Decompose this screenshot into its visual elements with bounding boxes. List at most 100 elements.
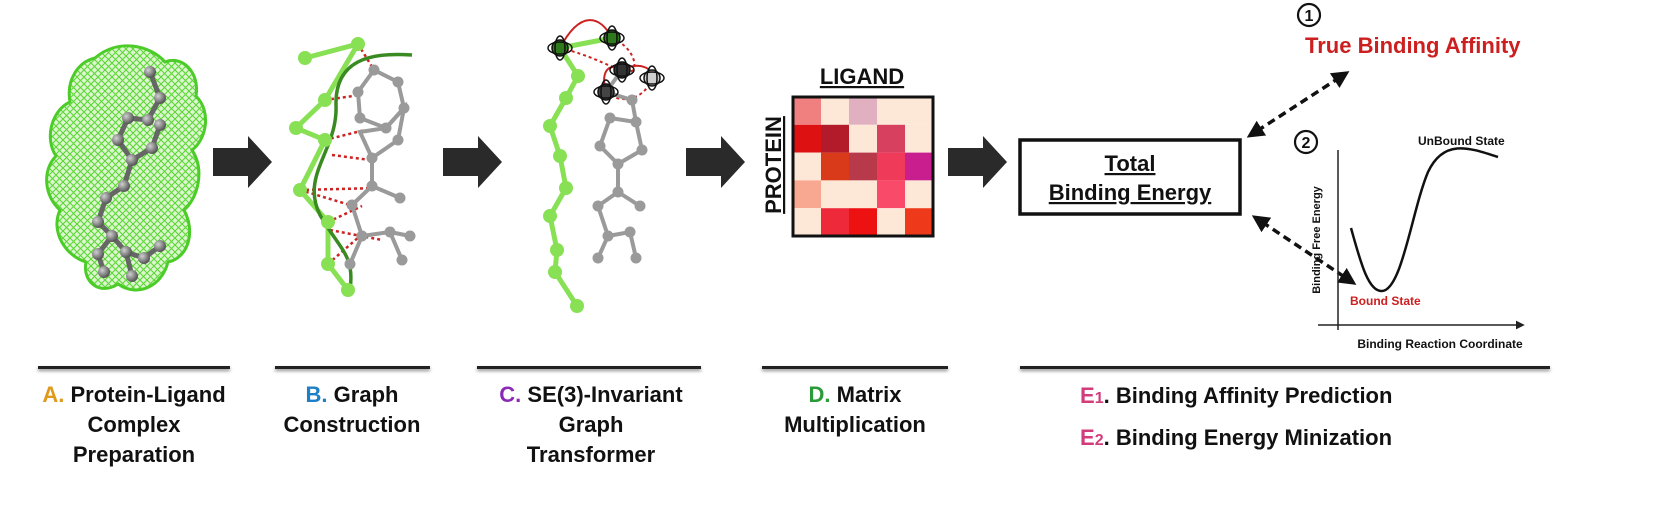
matrix-cell-r4-c3 bbox=[877, 208, 905, 236]
matrix-cell-r3-c1 bbox=[821, 180, 849, 209]
energy-box-line1: Total bbox=[1105, 151, 1156, 176]
matrix-cell-r0-c1 bbox=[821, 97, 849, 125]
caption-e2-sub: 2 bbox=[1094, 432, 1104, 449]
matrix-cell-r0-c0 bbox=[793, 97, 821, 125]
matrix-border bbox=[791, 95, 935, 238]
matrix-cell-r2-c2 bbox=[849, 152, 877, 181]
caption-d: D. Matrix Multiplication bbox=[755, 380, 955, 440]
matrix-cell-r1-c2 bbox=[849, 124, 877, 153]
matrix-cell-r1-c1 bbox=[821, 124, 849, 153]
matrix-cell-r4-c1 bbox=[821, 208, 849, 236]
protein-ligand-complex bbox=[45, 44, 208, 292]
free-energy-curve bbox=[1349, 147, 1499, 293]
rotation-node-5-icon bbox=[593, 79, 619, 105]
matrix-cells bbox=[793, 97, 933, 236]
caption-a: A. Protein-Ligand Complex Preparation bbox=[14, 380, 254, 470]
transformer-protein-nodes bbox=[543, 69, 585, 313]
caption-e1-letter: E bbox=[1080, 383, 1095, 408]
matrix-cell-r0-c4 bbox=[905, 97, 933, 125]
arrow-d-to-e-icon bbox=[948, 136, 1007, 188]
caption-b-line2: Construction bbox=[283, 412, 421, 437]
matrix-cell-r2-c3 bbox=[877, 152, 905, 181]
caption-e2-text: . Binding Energy Minization bbox=[1103, 425, 1393, 450]
graph-transformer bbox=[543, 19, 665, 313]
caption-a-line1: A. Protein-Ligand bbox=[14, 380, 254, 410]
true-binding-affinity-label: True Binding Affinity bbox=[1305, 33, 1521, 58]
caption-a-letter: A. bbox=[42, 382, 65, 407]
matrix-cell-r2-c4 bbox=[905, 152, 933, 181]
graph-construction bbox=[289, 37, 416, 297]
caption-d-line1: D. Matrix bbox=[755, 380, 955, 410]
step-1-badge bbox=[1296, 2, 1322, 28]
step-2-badge bbox=[1293, 129, 1319, 155]
caption-e1: E1. Binding Affinity Prediction bbox=[1080, 383, 1392, 409]
flow-arrows bbox=[213, 136, 1007, 188]
rotation-node-1-icon bbox=[547, 35, 573, 61]
protein-surface-mesh bbox=[45, 44, 208, 292]
caption-a-text1: Protein-Ligand bbox=[70, 382, 226, 407]
caption-e2-letter: E bbox=[1080, 425, 1095, 450]
caption-a-line3: Preparation bbox=[72, 442, 196, 467]
protein-graph-chain bbox=[291, 40, 364, 292]
matrix-cell-r2-c1 bbox=[821, 152, 849, 181]
matrix-cell-r0-c3 bbox=[877, 97, 905, 125]
matrix-cell-r3-c4 bbox=[905, 180, 933, 209]
caption-d-letter: D. bbox=[808, 382, 831, 407]
caption-a-line2: Complex bbox=[87, 412, 181, 437]
matrix-ligand-label: LIGAND bbox=[820, 64, 904, 89]
protein-backbone-curve bbox=[312, 52, 413, 291]
caption-b-text1: Graph bbox=[333, 382, 399, 407]
matrix-cell-r0-c2 bbox=[849, 97, 877, 125]
energy-double-arrow-icon bbox=[1251, 215, 1357, 285]
plot-y-label: Binding Free Energy bbox=[1311, 185, 1323, 293]
caption-c-text1: SE(3)-Invariant bbox=[527, 382, 683, 407]
caption-b-letter: B. bbox=[305, 382, 328, 407]
caption-b-line1: B. Graph bbox=[252, 380, 452, 410]
matrix-cell-r1-c3 bbox=[877, 124, 905, 153]
caption-c-line1: C. SE(3)-Invariant bbox=[466, 380, 716, 410]
caption-c-line2: Graph bbox=[558, 412, 624, 437]
rotation-node-3-icon bbox=[609, 57, 635, 83]
transformer-ligand-nodes bbox=[592, 94, 648, 264]
plot-x-label: Binding Reaction Coordinate bbox=[1357, 337, 1523, 351]
rule-b bbox=[275, 366, 430, 369]
rule-d bbox=[762, 366, 948, 369]
matrix-cell-r1-c0 bbox=[793, 124, 821, 153]
caption-b: B. Graph Construction bbox=[252, 380, 452, 440]
caption-c-letter: C. bbox=[499, 382, 522, 407]
matrix-cell-r4-c0 bbox=[793, 208, 821, 236]
caption-d-line2: Multiplication bbox=[784, 412, 926, 437]
rule-a bbox=[38, 366, 230, 369]
rotation-frame-icons bbox=[547, 25, 665, 105]
arrow-c-to-d-icon bbox=[686, 136, 745, 188]
rotation-node-4-icon bbox=[639, 65, 665, 91]
unbound-state-label: UnBound State bbox=[1418, 134, 1505, 148]
ligand-atoms bbox=[92, 66, 166, 282]
caption-d-text1: Matrix bbox=[836, 382, 902, 407]
matrix-cell-r3-c0 bbox=[793, 180, 821, 209]
ligand-nodes bbox=[344, 64, 416, 270]
total-energy-box: Total Binding Energy bbox=[1018, 138, 1242, 216]
matrix-protein-label: PROTEIN bbox=[761, 116, 786, 214]
caption-e1-sub: 1 bbox=[1094, 390, 1104, 407]
energy-box-line2: Binding Energy bbox=[1049, 180, 1212, 205]
caption-e1-text: . Binding Affinity Prediction bbox=[1103, 383, 1393, 408]
matrix-cell-r4-c2 bbox=[849, 208, 877, 236]
interaction-matrix: LIGAND PROTEIN bbox=[761, 64, 935, 238]
caption-e2: E2. Binding Energy Minization bbox=[1080, 425, 1392, 451]
matrix-cell-r2-c0 bbox=[793, 152, 821, 181]
caption-c: C. SE(3)-Invariant Graph Transformer bbox=[466, 380, 716, 470]
affinity-panel: 1 True Binding Affinity bbox=[1246, 2, 1521, 285]
caption-c-line3: Transformer bbox=[526, 442, 656, 467]
rotation-node-2-icon bbox=[599, 25, 625, 51]
rule-e bbox=[1020, 366, 1550, 369]
affinity-double-arrow-icon bbox=[1246, 71, 1350, 138]
protein-nodes bbox=[289, 37, 365, 297]
transformer-protein-chain bbox=[547, 46, 581, 308]
matrix-cell-r3-c2 bbox=[849, 180, 877, 209]
matrix-cell-r3-c3 bbox=[877, 180, 905, 209]
arrow-b-to-c-icon bbox=[443, 136, 502, 188]
step-2-number: 2 bbox=[1302, 135, 1311, 152]
